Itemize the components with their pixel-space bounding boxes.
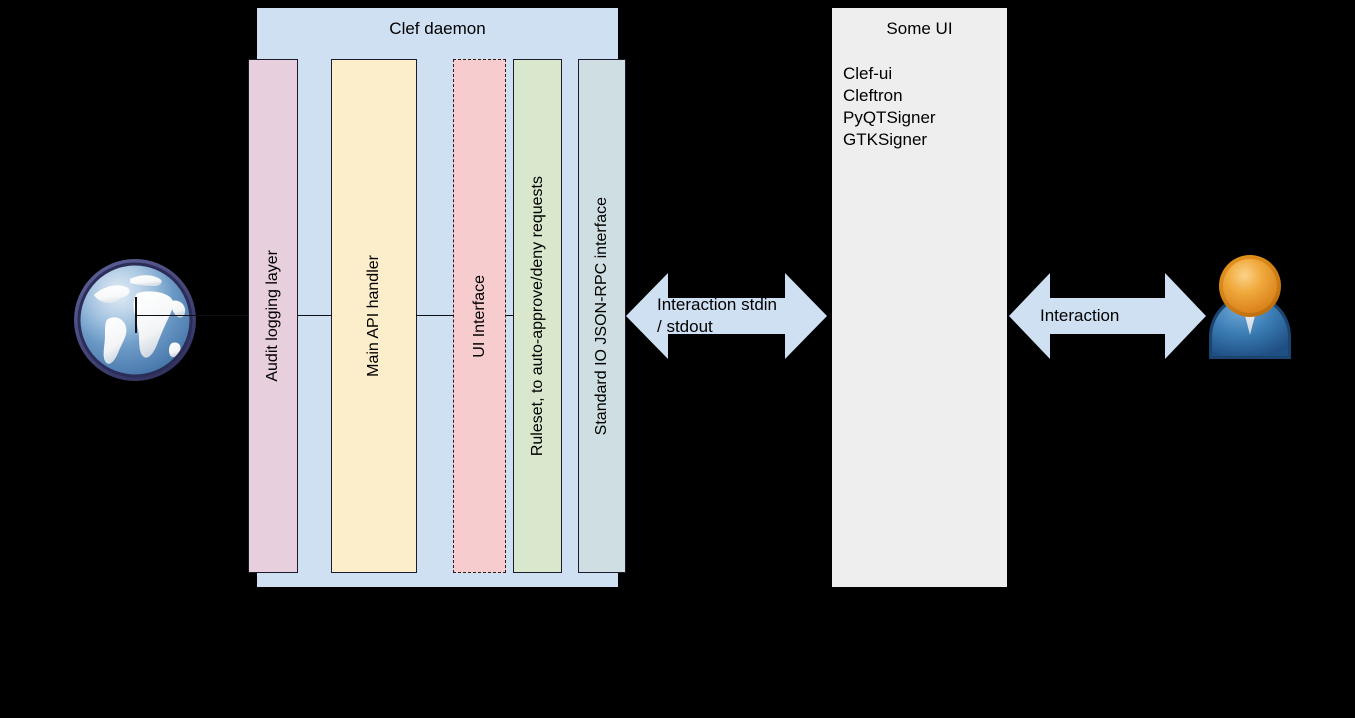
box-audit-logging-layer-label: Audit logging layer <box>264 250 281 382</box>
box-audit-logging-layer[interactable]: Audit logging layer <box>248 59 298 573</box>
box-main-api-handler[interactable]: Main API handler <box>331 59 417 573</box>
list-item: PyQTSigner <box>843 108 936 127</box>
clef-daemon-container <box>257 8 618 587</box>
connector-audit-to-api <box>297 315 332 316</box>
some-ui-title: Some UI <box>886 19 953 38</box>
some-ui-panel <box>832 8 1007 587</box>
box-standard-io-jsonrpc-interface-label: Standard IO JSON-RPC interface <box>593 196 610 436</box>
some-ui-list: Clef-ui Cleftron PyQTSigner GTKSigner <box>843 63 1003 151</box>
arrow-interaction-user-label: Interaction <box>1040 306 1120 325</box>
list-item: GTKSigner <box>843 130 928 149</box>
box-ruleset-label: Ruleset, to auto-approve/deny requests <box>528 175 546 457</box>
connector-globe-to-audit <box>135 315 249 316</box>
arrow-interaction-stdio <box>626 273 827 359</box>
list-item: Clef-ui <box>843 64 893 83</box>
user-icon <box>1209 255 1291 359</box>
connector-ui-interface-to-ruleset <box>505 315 514 316</box>
arrow-interaction-user <box>1009 273 1206 359</box>
clef-daemon-title: Clef daemon <box>389 19 486 38</box>
box-ruleset[interactable]: Ruleset, to auto-approve/deny requests <box>513 59 562 573</box>
arrow-interaction-stdio-label: Interaction stdin / stdout <box>657 295 778 336</box>
box-standard-io-jsonrpc-interface[interactable]: Standard IO JSON-RPC interface <box>578 59 626 573</box>
list-item: Cleftron <box>843 86 903 105</box>
box-main-api-handler-label: Main API handler <box>365 255 382 377</box>
box-ui-interface-label: UI Interface <box>470 274 488 358</box>
box-ui-interface[interactable]: UI Interface <box>453 59 506 573</box>
connector-api-to-ui-interface <box>416 315 454 316</box>
